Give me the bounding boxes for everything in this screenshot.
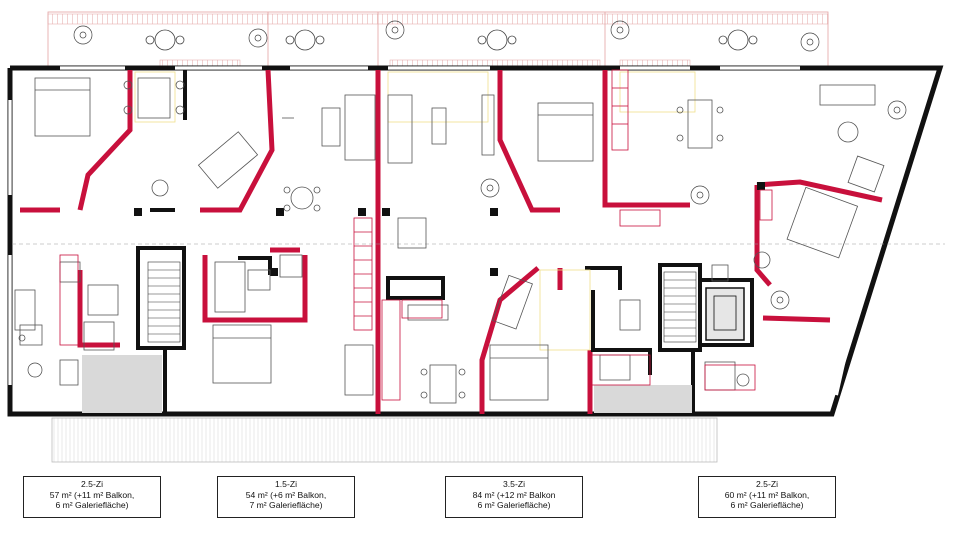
party-walls [183, 68, 607, 414]
plants [27, 20, 907, 378]
unit-label-1-5-zi: 1.5-Zi 54 m² (+6 m² Balkon, 7 m² Galerie… [217, 476, 355, 518]
unit-label-2-5-zi-left: 2.5-Zi 57 m² (+11 m² Balkon, 6 m² Galeri… [23, 476, 161, 518]
kitchen-counters [59, 69, 773, 401]
window-openings [8, 66, 922, 396]
unit-gallery-area: 6 m² Galeriefläche) [730, 500, 804, 511]
unit-gallery-area: 6 m² Galeriefläche) [477, 500, 551, 511]
unit-type: 1.5-Zi [275, 479, 297, 489]
unit-gallery-area: 6 m² Galeriefläche) [55, 500, 129, 511]
columns [134, 182, 765, 276]
unit-type: 2.5-Zi [756, 479, 778, 489]
unit-label-3-5-zi: 3.5-Zi 84 m² (+12 m² Balkon 6 m² Galerie… [445, 476, 583, 518]
unit-gallery-area: 7 m² Galeriefläche) [249, 500, 323, 511]
elevator [705, 287, 745, 341]
unit-area: 57 m² (+11 m² Balkon, [49, 489, 135, 500]
unit-area: 84 m² (+12 m² Balkon [472, 489, 556, 500]
window-frames [7, 65, 800, 385]
unit-type: 3.5-Zi [503, 479, 525, 489]
gallery-storage-areas [82, 355, 692, 413]
interior-walls [136, 208, 754, 414]
furniture [14, 77, 885, 404]
unit-type: 2.5-Zi [81, 479, 103, 489]
unit-area: 54 m² (+6 m² Balkon, [245, 489, 327, 500]
balcony-tables [145, 29, 758, 51]
stairs [147, 261, 697, 343]
unit-label-2-5-zi-right: 2.5-Zi 60 m² (+11 m² Balkon, 6 m² Galeri… [698, 476, 836, 518]
unit-area: 60 m² (+11 m² Balkon, [724, 489, 810, 500]
top-balcony [47, 11, 829, 69]
accent-walls [20, 69, 883, 414]
gallery-walkway [51, 417, 718, 463]
